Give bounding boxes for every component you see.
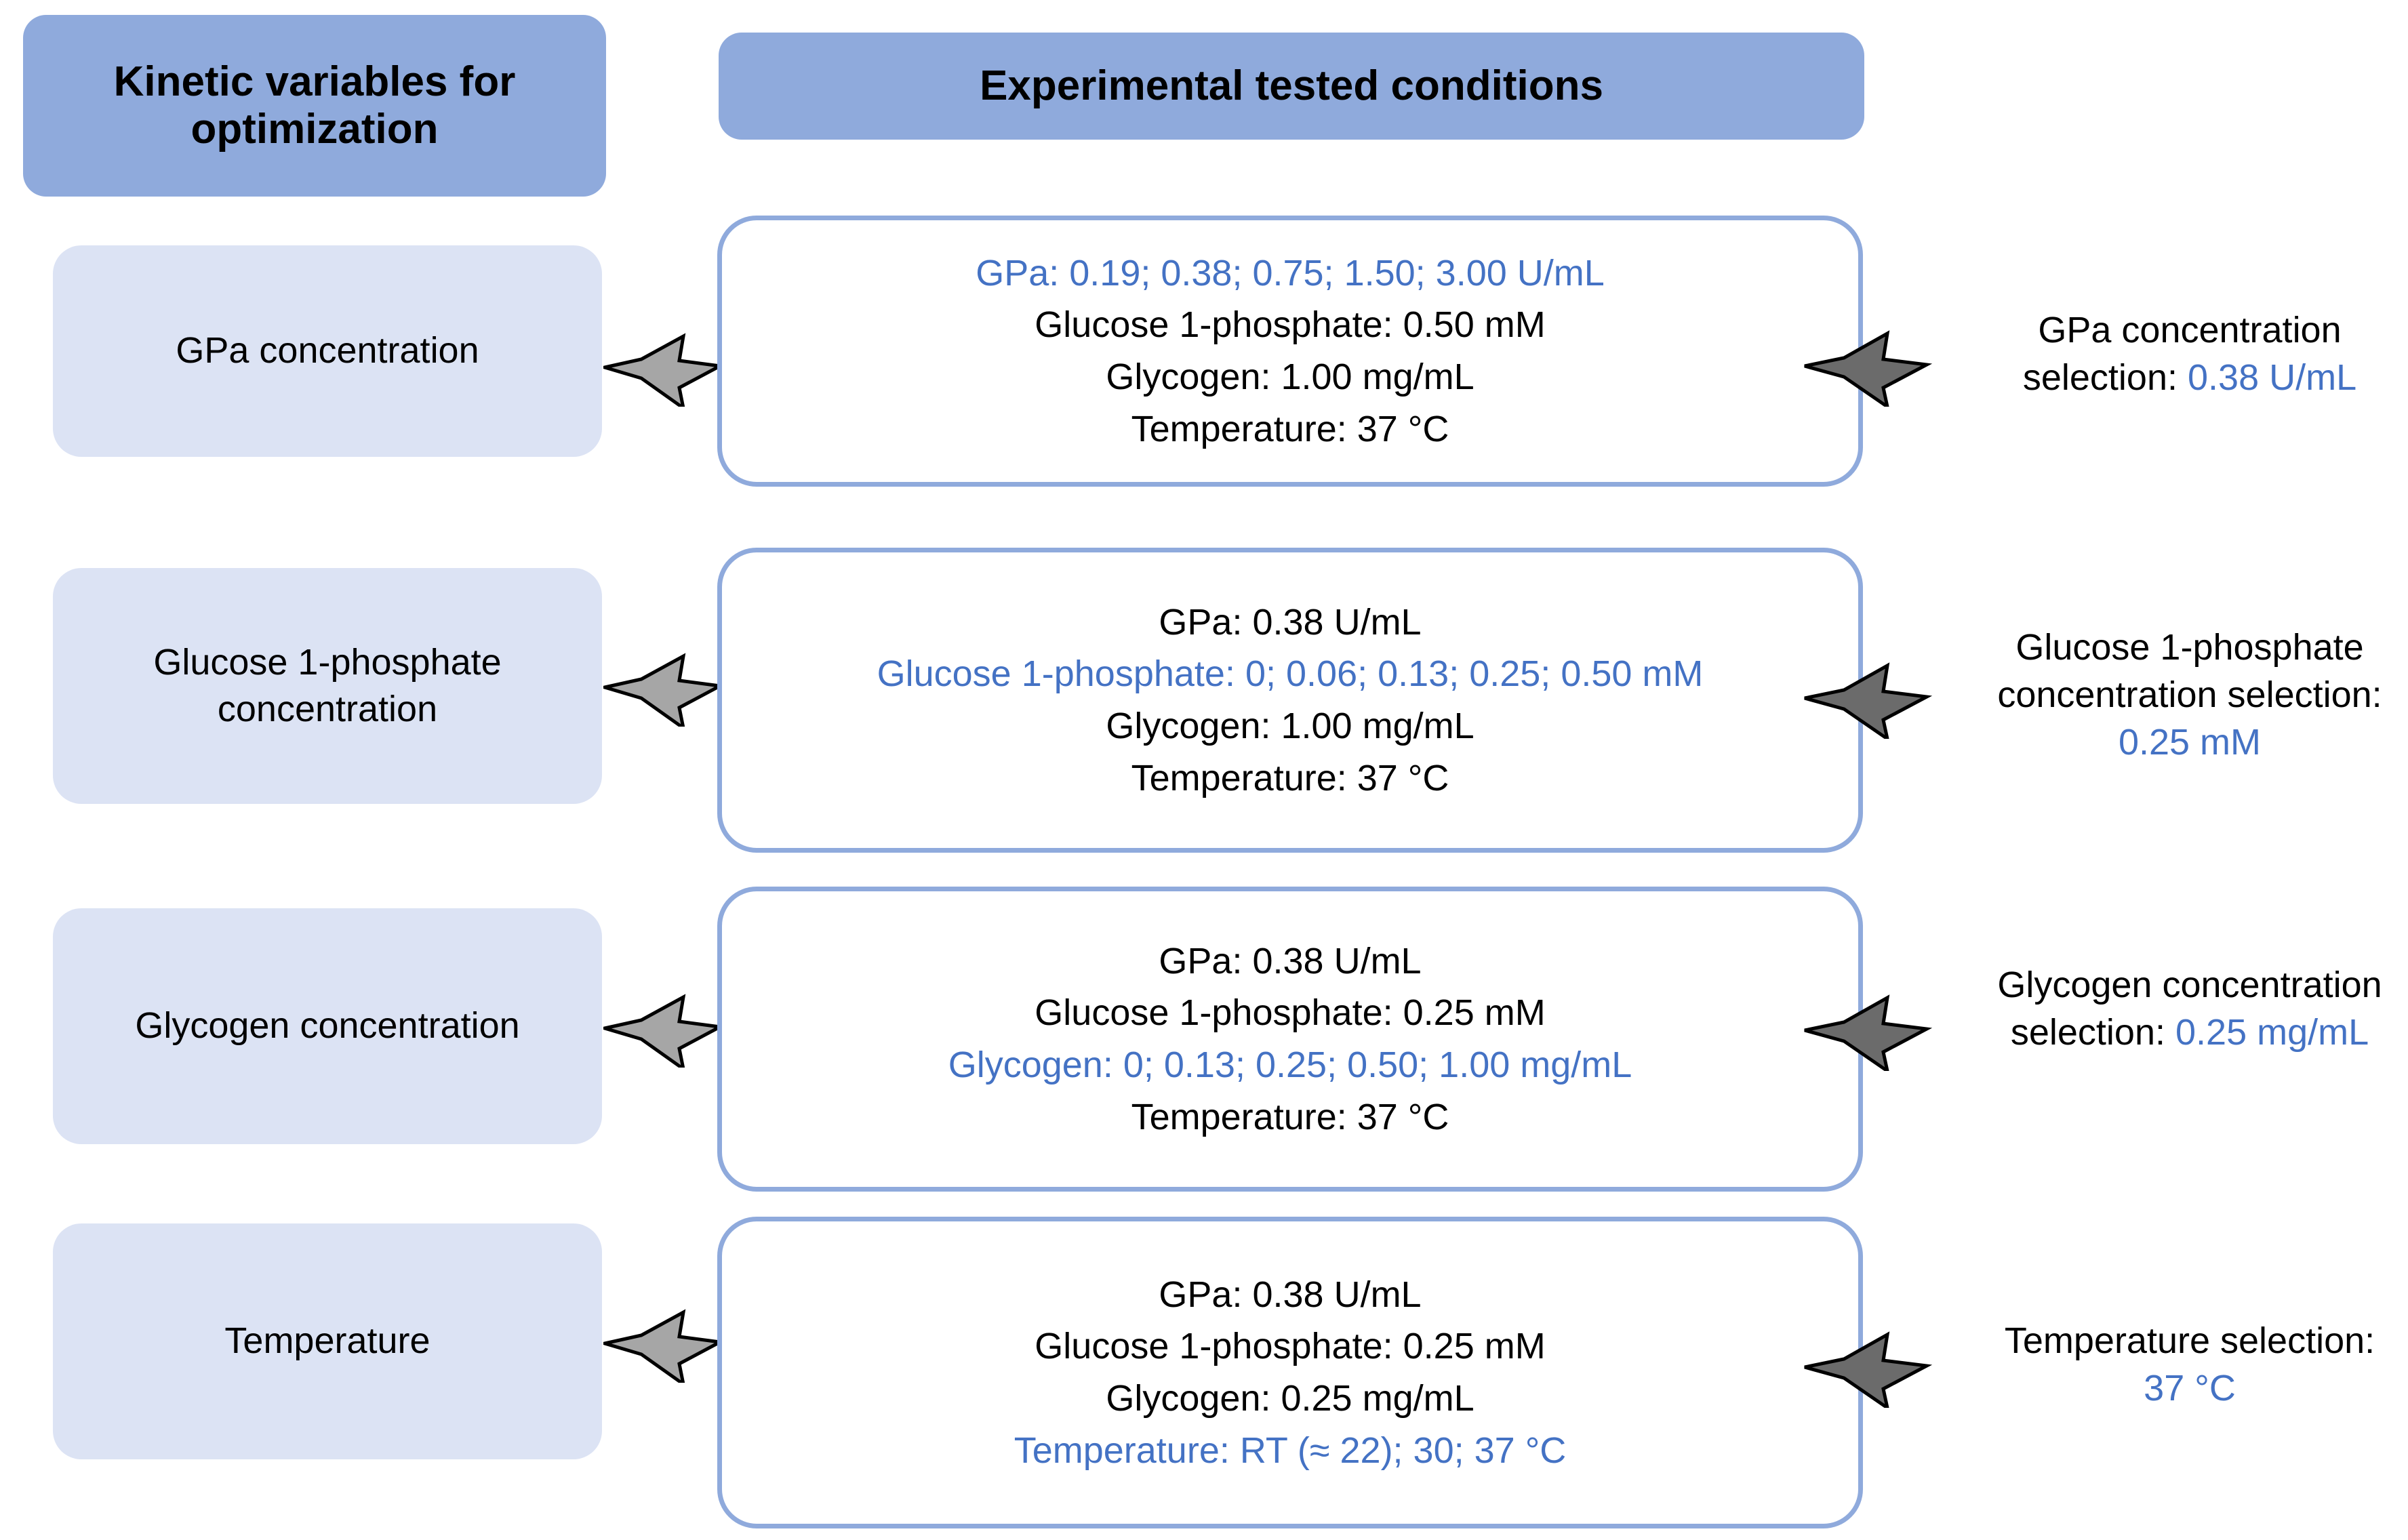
arrow-right-row-1	[1803, 324, 1932, 407]
bent-arrow-right-icon	[1804, 330, 1932, 407]
header-experimental-conditions: Experimental tested conditions	[719, 33, 1864, 140]
selection-label: GPa concentration selection:	[2022, 310, 2342, 399]
arrow-right-row-4	[1803, 1325, 1932, 1408]
header-kinetic-variables-label: Kinetic variables for optimization	[113, 58, 516, 153]
condition-line: GPa: 0.19; 0.38; 0.75; 1.50; 3.00 U/mL	[976, 252, 1605, 293]
bent-arrow-right-icon	[603, 333, 725, 407]
bent-arrow-right-icon	[603, 994, 725, 1068]
condition-line: Glycogen: 1.00 mg/mL	[1106, 706, 1474, 746]
arrow-left-row-2	[603, 645, 725, 727]
condition-line: Temperature: 37 °C	[1131, 1096, 1449, 1137]
condition-line: Glycogen: 1.00 mg/mL	[1106, 357, 1474, 397]
condition-line: Glycogen: 0; 0.13; 0.25; 0.50; 1.00 mg/m…	[948, 1045, 1632, 1085]
variable-label: Glycogen concentration	[135, 1005, 520, 1047]
condition-line: Glucose 1-phosphate: 0; 0.06; 0.13; 0.25…	[877, 653, 1704, 695]
condition-line: Glycogen: 0.25 mg/mL	[1106, 1378, 1474, 1419]
variable-label: Glucose 1-phosphate concentration	[153, 641, 502, 729]
selection-value: 0.38 U/mL	[2188, 357, 2357, 399]
variable-box-glycogen-concentration[interactable]: Glycogen concentration	[53, 908, 602, 1144]
selection-value: 0.25 mg/mL	[2175, 1012, 2369, 1053]
arrow-right-row-3	[1803, 988, 1932, 1071]
condition-line: Temperature: 37 °C	[1131, 757, 1449, 798]
bent-arrow-right-icon	[603, 1309, 725, 1383]
bent-arrow-right-icon	[1804, 662, 1932, 739]
selection-label: Glucose 1-phosphate concentration select…	[1997, 627, 2382, 716]
bent-arrow-right-icon	[603, 653, 725, 727]
arrow-left-row-3	[603, 986, 725, 1068]
selection-text-row-2: Glucose 1-phosphate concentration select…	[1986, 624, 2393, 767]
bent-arrow-right-icon	[1804, 1331, 1932, 1408]
variable-label: Temperature	[224, 1320, 430, 1362]
condition-line: Temperature: RT (≈ 22); 30; 37 °C	[1014, 1430, 1567, 1471]
condition-line: Glucose 1-phosphate: 0.50 mM	[1035, 304, 1546, 346]
variable-label: GPa concentration	[176, 330, 479, 371]
conditions-box-row-4: GPa: 0.38 U/mL Glucose 1-phosphate: 0.25…	[717, 1217, 1863, 1528]
arrow-left-row-1	[603, 325, 725, 407]
arrow-right-row-2	[1803, 656, 1932, 739]
condition-line: Temperature: 37 °C	[1131, 408, 1449, 449]
variable-box-gpa-concentration[interactable]: GPa concentration	[53, 245, 602, 457]
selection-text-row-3: Glycogen concentration selection: 0.25 m…	[1986, 961, 2393, 1056]
arrow-left-row-4	[603, 1301, 725, 1383]
condition-line: Glucose 1-phosphate: 0.25 mM	[1035, 992, 1546, 1034]
condition-line: GPa: 0.38 U/mL	[1159, 940, 1422, 981]
condition-line: Glucose 1-phosphate: 0.25 mM	[1035, 1326, 1546, 1367]
condition-line: GPa: 0.38 U/mL	[1159, 1274, 1422, 1315]
conditions-box-row-3: GPa: 0.38 U/mL Glucose 1-phosphate: 0.25…	[717, 887, 1863, 1192]
selection-value: 37 °C	[2144, 1368, 2236, 1409]
selection-text-row-1: GPa concentration selection: 0.38 U/mL	[1986, 306, 2393, 401]
header-kinetic-variables: Kinetic variables for optimization	[23, 15, 606, 197]
variable-box-glucose-1-phosphate-concentration[interactable]: Glucose 1-phosphate concentration	[53, 568, 602, 804]
selection-value: 0.25 mM	[2118, 722, 2262, 763]
selection-label: Glycogen concentration selection:	[1997, 965, 2382, 1053]
variable-box-temperature[interactable]: Temperature	[53, 1223, 602, 1459]
selection-text-row-4: Temperature selection: 37 °C	[1986, 1317, 2393, 1412]
bent-arrow-right-icon	[1804, 994, 1932, 1071]
conditions-box-row-1: GPa: 0.19; 0.38; 0.75; 1.50; 3.00 U/mL G…	[717, 216, 1863, 487]
conditions-box-row-2: GPa: 0.38 U/mL Glucose 1-phosphate: 0; 0…	[717, 548, 1863, 853]
header-experimental-conditions-label: Experimental tested conditions	[980, 62, 1603, 109]
selection-label: Temperature selection:	[2004, 1320, 2375, 1361]
condition-line: GPa: 0.38 U/mL	[1159, 601, 1422, 643]
